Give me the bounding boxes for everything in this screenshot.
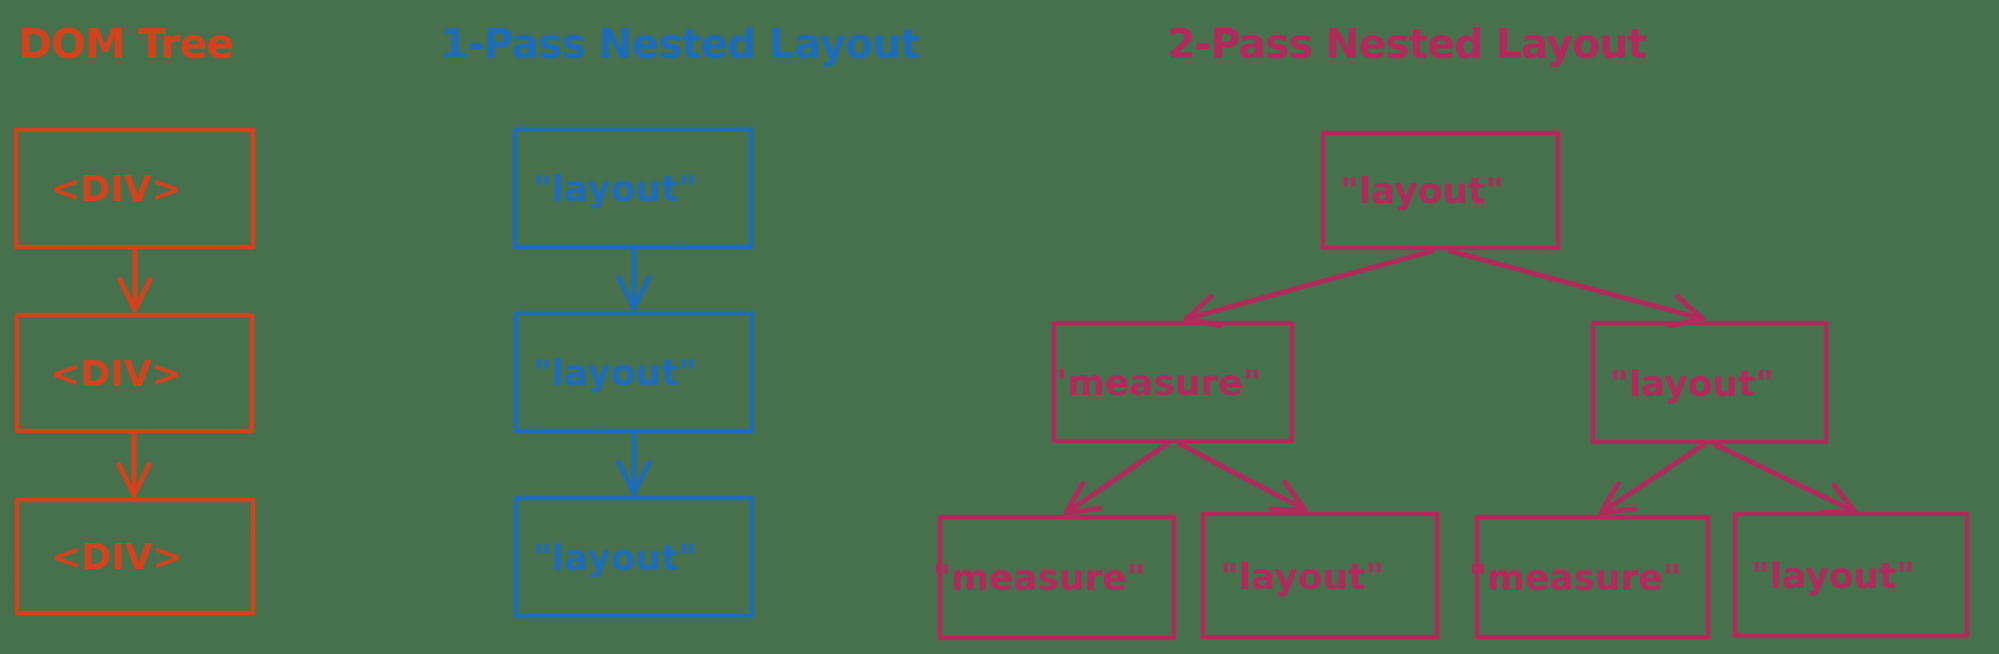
one-pass-node-2: "layout": [513, 310, 755, 434]
node-label: "measure": [933, 558, 1146, 599]
arrow-midright-farright: [1713, 442, 1858, 515]
node-label: "layout": [1340, 171, 1504, 212]
two-pass-node-bottom-mid-right: "measure": [1469, 514, 1711, 640]
arrow-root-midleft: [1183, 248, 1435, 322]
arrow-root-midright: [1447, 248, 1706, 322]
node-label: "layout": [533, 538, 697, 579]
node-label: <DIV>: [50, 169, 181, 210]
two-pass-node-bottom-mid-left: "layout": [1200, 511, 1440, 640]
arrow-midleft-farleft-head: [1063, 480, 1103, 516]
node-label: "layout": [1220, 557, 1384, 598]
dom-tree-node-1: <DIV>: [13, 127, 256, 250]
section-title-one-pass: 1-Pass Nested Layout: [440, 20, 919, 68]
node-label: "layout": [1610, 364, 1774, 405]
dom-tree-node-2: <DIV>: [14, 312, 255, 434]
arrow-midleft-midleftbottom: [1177, 441, 1308, 513]
section-one-pass: 1-Pass Nested Layout "layout" "layout" "…: [440, 20, 920, 619]
section-title-dom-tree: DOM Tree: [18, 20, 233, 68]
node-label: <DIV>: [51, 537, 182, 578]
node-label: <DIV>: [50, 354, 181, 395]
arrow-div1-div2-head: [117, 277, 153, 313]
arrow-midleft-farleft: [1063, 441, 1170, 516]
node-label: "layout": [533, 353, 697, 394]
node-label: "measure": [1469, 558, 1682, 599]
two-pass-node-mid-left: "measure": [1049, 320, 1295, 444]
two-pass-node-bottom-far-right: "layout": [1732, 511, 1970, 639]
dom-tree-node-3: <DIV>: [14, 497, 256, 616]
two-pass-node-bottom-far-left: "measure": [933, 514, 1177, 641]
two-pass-node-root: "layout": [1320, 130, 1561, 251]
section-two-pass: 2-Pass Nested Layout "layout" "measure" …: [933, 20, 1970, 641]
arrow-layout2-layout3-head: [616, 460, 652, 496]
section-title-two-pass: 2-Pass Nested Layout: [1167, 20, 1646, 68]
one-pass-node-3: "layout": [513, 495, 755, 619]
arrow-midleft-midleftbottom-head: [1268, 479, 1308, 513]
arrow-midright-midrightbottom-head: [1598, 481, 1638, 516]
two-pass-node-mid-right: "layout": [1590, 320, 1829, 445]
arrow-layout1-layout2-head: [616, 275, 652, 311]
one-pass-node-1: "layout": [512, 126, 754, 250]
arrow-div2-div3-head: [116, 462, 152, 498]
node-label: "layout": [1751, 556, 1915, 597]
node-label: "layout": [533, 169, 697, 210]
node-label: "measure": [1049, 363, 1262, 404]
section-dom-tree: DOM Tree <DIV> <DIV> <DIV>: [13, 20, 256, 616]
arrow-midright-midrightbottom: [1598, 442, 1706, 516]
